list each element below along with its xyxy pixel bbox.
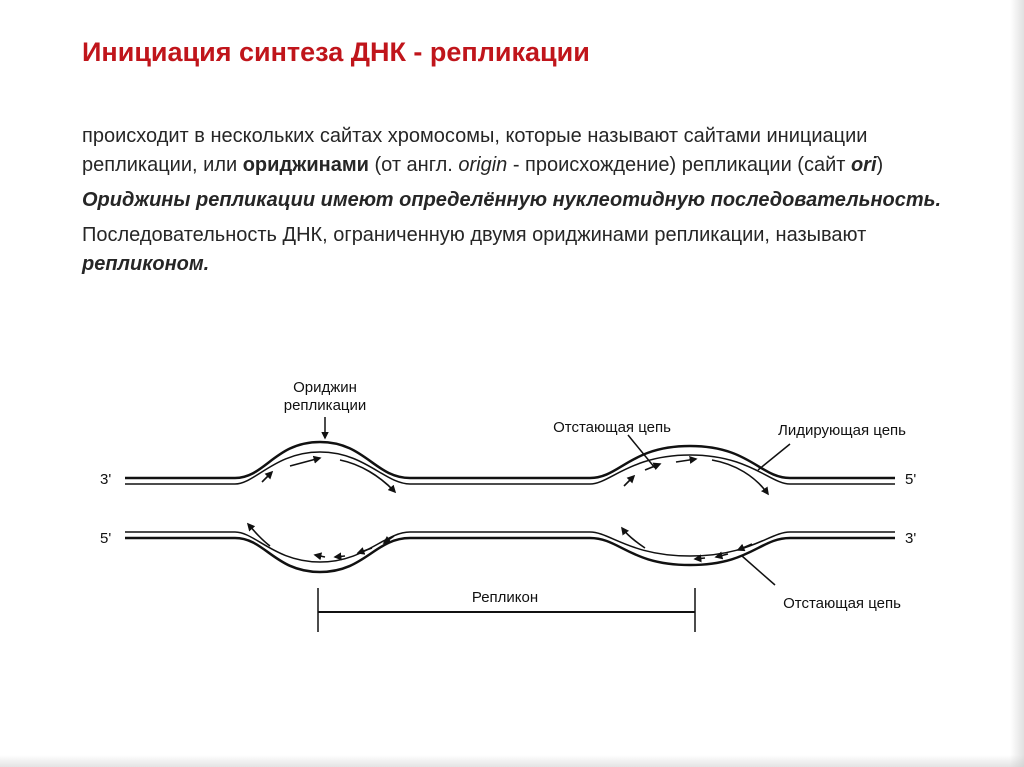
- replicon-label: Репликон: [472, 589, 538, 606]
- leading-strand-label: Лидирующая цепь: [778, 422, 906, 439]
- replicon-bracket: [317, 588, 696, 632]
- p1-text-2: (от англ.: [368, 154, 459, 176]
- p1-bold-ori: ori: [850, 154, 877, 176]
- p1-bold-originy: ориджинами: [242, 154, 369, 176]
- top-strand-inner: [234, 451, 791, 485]
- top-right-end-label: 5': [905, 471, 916, 488]
- paragraph-3: Последовательность ДНК, ограниченную дву…: [82, 221, 962, 279]
- p1-text-1: происходит в нескольких сайтах хромосомы…: [82, 125, 868, 176]
- bubble-1-arrows: [246, 455, 397, 561]
- top-strand: [125, 440, 895, 485]
- bottom-strand-inner: [234, 531, 791, 563]
- p3-bold-replicon: репликоном.: [82, 253, 210, 275]
- slide-bottom-shadow: [0, 755, 1024, 767]
- slide-edge-shadow: [1010, 0, 1024, 767]
- bubble-2-arrows: [621, 455, 769, 563]
- leading-pointer: [757, 443, 791, 471]
- paragraph-2: Ориджины репликации имеют определённую н…: [82, 189, 942, 211]
- p3-text-1: Последовательность ДНК, ограниченную дву…: [82, 224, 867, 246]
- lagging-strand-bottom-label: Отстающая цепь: [783, 595, 901, 612]
- bottom-left-end-label: 5': [100, 530, 111, 547]
- origin-label-line2: репликации: [284, 397, 367, 414]
- bottom-strand-outer: [125, 536, 895, 574]
- p1-text-3: - происхождение) репликации (сайт: [507, 154, 851, 176]
- top-left-end-label: 3': [100, 471, 111, 488]
- lagging-top-pointer: [627, 434, 656, 469]
- replication-diagram: Ориджин репликации Отстающая цепь Лидиру…: [100, 379, 916, 632]
- p1-text-4: ): [876, 154, 884, 176]
- origin-label-line1: Ориджин: [293, 379, 357, 396]
- paragraph-1: происходит в нескольких сайтах хромосомы…: [82, 122, 962, 180]
- slide-title: Инициация синтеза ДНК - репликации: [82, 37, 590, 67]
- lagging-bottom-pointer: [741, 555, 776, 586]
- bottom-right-end-label: 3': [905, 530, 916, 547]
- top-strand-outer: [125, 440, 895, 480]
- p1-italic-origin: origin: [458, 154, 508, 176]
- lagging-strand-top-label: Отстающая цепь: [553, 419, 671, 436]
- pointer-lines: [321, 417, 791, 586]
- bottom-strand: [125, 531, 895, 574]
- text-block: происходит в нескольких сайтах хромосомы…: [82, 122, 962, 285]
